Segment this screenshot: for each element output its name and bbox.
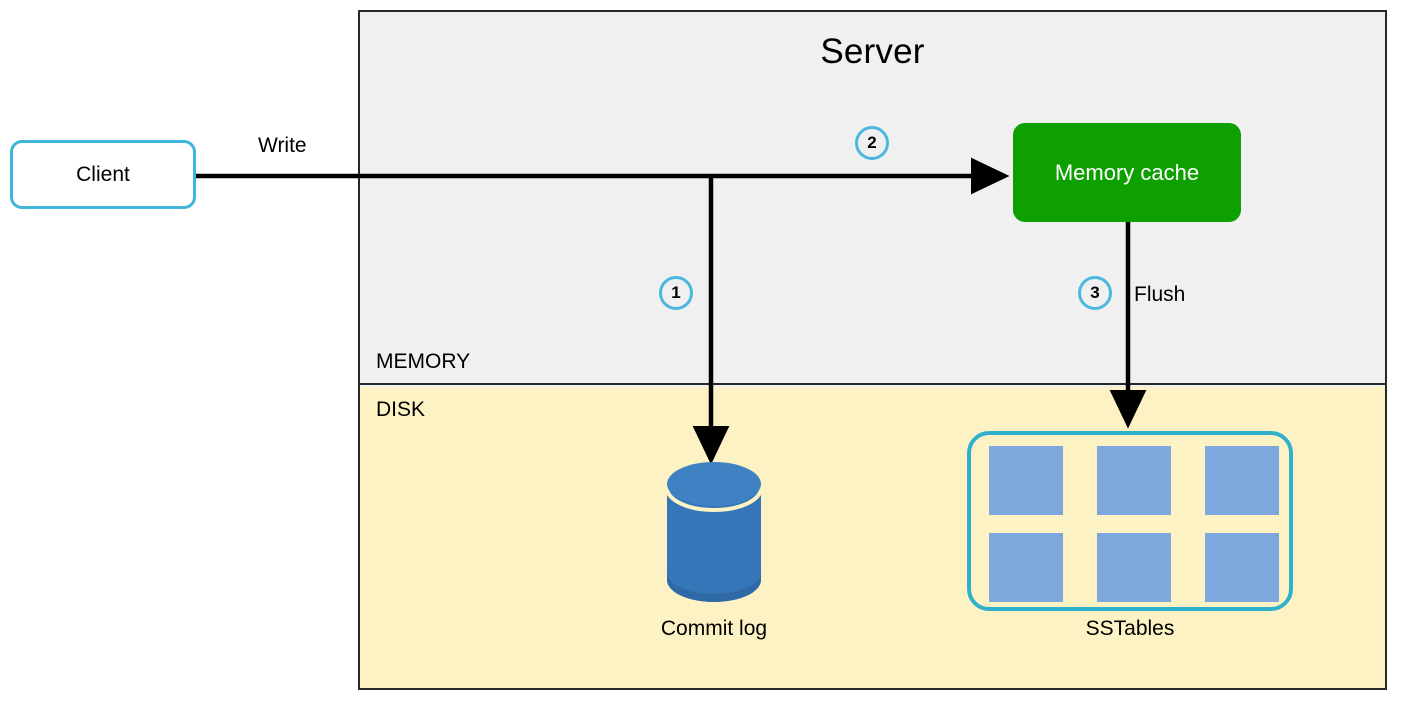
sstable-tile	[989, 446, 1063, 515]
step-badge-1-label: 1	[671, 283, 681, 302]
sstable-tile	[1097, 533, 1171, 602]
memory-cache-node-label: Memory cache	[1054, 159, 1200, 185]
client-node[interactable]: Client	[10, 140, 196, 209]
disk-region-label: DISK	[376, 398, 426, 421]
commit-log-node-label: Commit log	[660, 617, 768, 640]
sstable-tile	[1097, 446, 1171, 515]
client-node-label: Client	[76, 162, 130, 186]
server-title: Server	[820, 32, 925, 71]
commit-log-cylinder	[665, 462, 763, 602]
step-badge-1: 1	[659, 276, 693, 310]
memory-region-label: MEMORY	[376, 350, 471, 373]
sstables-node[interactable]	[967, 431, 1293, 611]
edge-label-write: Write	[258, 134, 307, 157]
step-badge-2: 2	[855, 126, 889, 160]
step-badge-3-label: 3	[1090, 283, 1100, 302]
sstable-tile	[1205, 446, 1279, 515]
sstable-tile	[989, 533, 1063, 602]
step-badge-2-label: 2	[867, 133, 877, 152]
memory-cache-node[interactable]: Memory cache	[1013, 123, 1241, 222]
sstable-tile	[1205, 533, 1279, 602]
step-badge-3: 3	[1078, 276, 1112, 310]
sstables-grid	[989, 446, 1279, 602]
sstables-node-label: SSTables	[1085, 617, 1175, 640]
edge-label-flush: Flush	[1134, 283, 1186, 306]
